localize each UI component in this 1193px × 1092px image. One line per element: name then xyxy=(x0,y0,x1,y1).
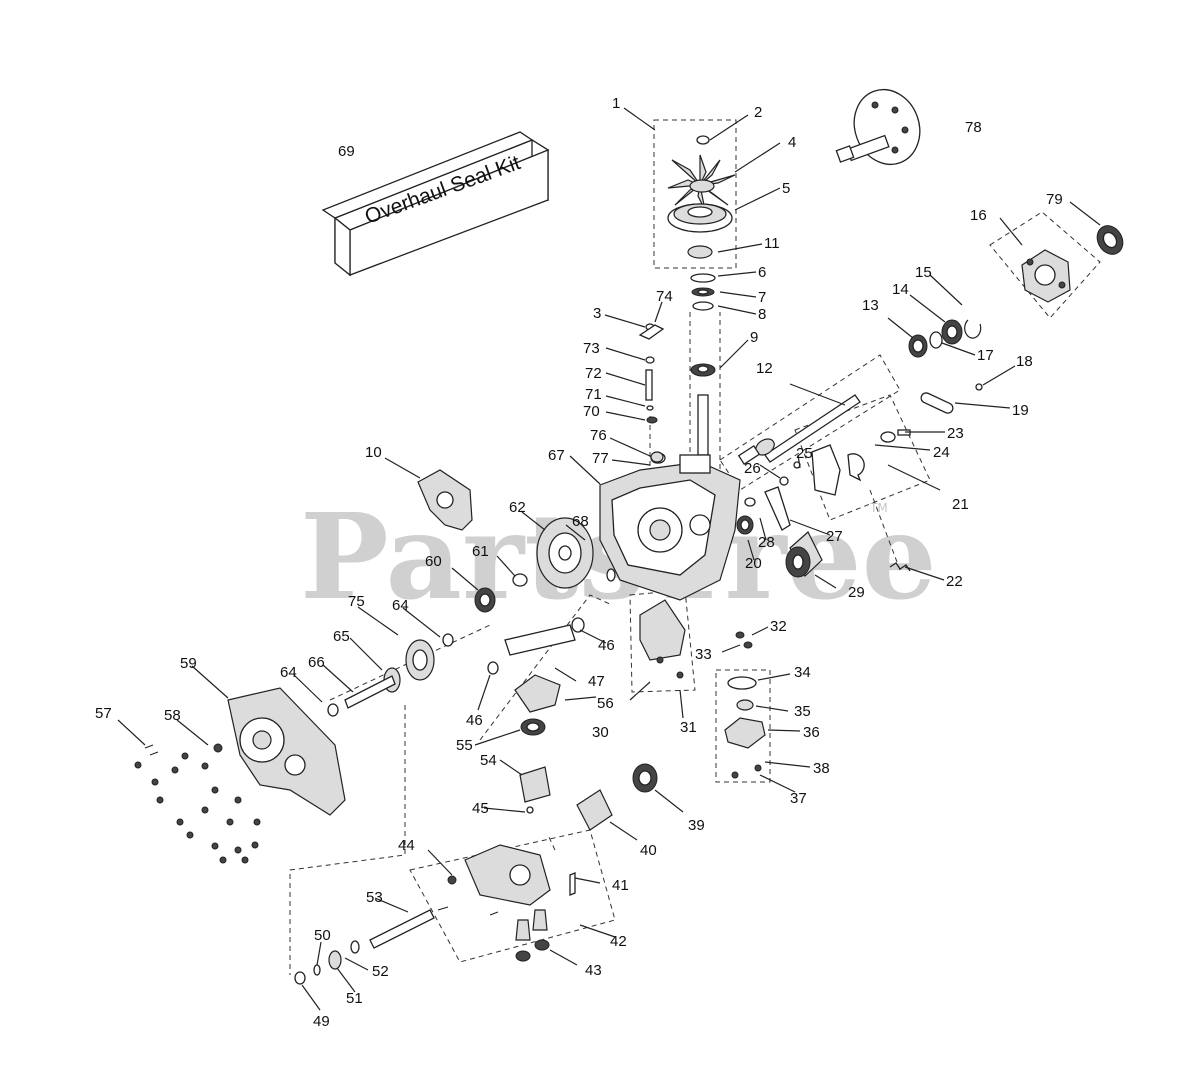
callout-46b: 46 xyxy=(466,712,483,729)
callout-25: 25 xyxy=(796,445,813,462)
callout-40: 40 xyxy=(640,842,657,859)
callout-10: 10 xyxy=(365,444,382,461)
linkage-hardware xyxy=(779,383,983,496)
callout-69: 69 xyxy=(338,143,355,160)
callout-38: 38 xyxy=(813,760,830,777)
callout-51: 51 xyxy=(346,990,363,1007)
callout-74: 74 xyxy=(656,288,673,305)
callout-28: 28 xyxy=(758,534,775,551)
callout-46a: 46 xyxy=(598,637,615,654)
center-section xyxy=(294,844,576,985)
callout-leaders xyxy=(117,107,1101,1011)
callout-78: 78 xyxy=(965,119,982,136)
brake-and-filter xyxy=(736,486,911,578)
gear-train xyxy=(327,517,616,717)
callout-24: 24 xyxy=(933,444,950,461)
callout-49: 49 xyxy=(313,1013,330,1030)
callout-33: 33 xyxy=(695,646,712,663)
callout-64b: 64 xyxy=(280,664,297,681)
callout-7: 7 xyxy=(758,289,766,306)
callout-3: 3 xyxy=(593,305,601,322)
callout-15: 15 xyxy=(915,264,932,281)
callout-17: 17 xyxy=(977,347,994,364)
brake-linkage xyxy=(638,323,665,463)
callout-53: 53 xyxy=(366,889,383,906)
callout-67: 67 xyxy=(548,447,565,464)
callout-35: 35 xyxy=(794,703,811,720)
callout-79: 79 xyxy=(1046,191,1063,208)
callout-44: 44 xyxy=(398,837,415,854)
callout-70: 70 xyxy=(583,403,600,420)
callout-20: 20 xyxy=(745,555,762,572)
callout-42: 42 xyxy=(610,933,627,950)
callout-31: 31 xyxy=(680,719,697,736)
callout-55: 55 xyxy=(456,737,473,754)
watermark-trademark: TM xyxy=(869,501,888,515)
callout-9: 9 xyxy=(750,329,758,346)
callout-59: 59 xyxy=(180,655,197,672)
side-cover xyxy=(417,469,473,531)
callout-65: 65 xyxy=(333,628,350,645)
callout-23: 23 xyxy=(947,425,964,442)
callout-37: 37 xyxy=(790,790,807,807)
callout-32: 32 xyxy=(770,618,787,635)
fan-pulley-assembly xyxy=(667,135,736,456)
callout-50: 50 xyxy=(314,927,331,944)
callout-14: 14 xyxy=(892,281,909,298)
overhaul-seal-kit-box: Overhaul Seal Kit xyxy=(321,131,550,277)
callout-27: 27 xyxy=(826,528,843,545)
main-transaxle-housing xyxy=(599,452,741,601)
callout-34: 34 xyxy=(794,664,811,681)
callout-41: 41 xyxy=(612,877,629,894)
callout-61: 61 xyxy=(472,543,489,560)
axle-shaft xyxy=(737,394,861,465)
callout-26: 26 xyxy=(744,460,761,477)
callout-11: 11 xyxy=(764,235,780,252)
callout-68: 68 xyxy=(572,513,589,530)
callout-58: 58 xyxy=(164,707,181,724)
callout-71: 71 xyxy=(585,386,602,403)
callout-18: 18 xyxy=(1016,353,1033,370)
callout-1: 1 xyxy=(612,95,620,112)
callout-2: 2 xyxy=(754,104,762,121)
callout-12: 12 xyxy=(756,360,773,377)
hydraulic-pump-group xyxy=(487,599,766,831)
callout-62: 62 xyxy=(509,499,526,516)
callout-77: 77 xyxy=(592,450,609,467)
callout-4: 4 xyxy=(788,134,796,151)
axle-bearing-set xyxy=(908,319,982,358)
callout-47: 47 xyxy=(588,673,605,690)
callout-6: 6 xyxy=(758,264,766,281)
axle-flange xyxy=(835,89,921,165)
callout-16: 16 xyxy=(970,207,987,224)
callout-64a: 64 xyxy=(392,597,409,614)
callout-8: 8 xyxy=(758,306,766,323)
callout-76: 76 xyxy=(590,427,607,444)
callout-72: 72 xyxy=(585,365,602,382)
callout-30: 30 xyxy=(592,724,609,741)
callout-57: 57 xyxy=(95,705,112,722)
axle-hub xyxy=(1021,225,1124,303)
housing-cover xyxy=(213,687,346,816)
callout-54: 54 xyxy=(480,752,497,769)
callout-56: 56 xyxy=(597,695,614,712)
callout-45: 45 xyxy=(472,800,489,817)
callout-labels: 1 2 3 4 5 6 7 8 9 10 11 12 13 14 15 16 1… xyxy=(95,95,1063,1030)
callout-43: 43 xyxy=(585,962,602,979)
callout-22: 22 xyxy=(946,573,963,590)
cover-bolts xyxy=(134,744,261,864)
callout-13: 13 xyxy=(862,297,879,314)
callout-39: 39 xyxy=(688,817,705,834)
callout-66: 66 xyxy=(308,654,325,671)
callout-29: 29 xyxy=(848,584,865,601)
callout-60: 60 xyxy=(425,553,442,570)
callout-21: 21 xyxy=(952,496,969,513)
callout-73: 73 xyxy=(583,340,600,357)
callout-75: 75 xyxy=(348,593,365,610)
callout-52: 52 xyxy=(372,963,389,980)
callout-19: 19 xyxy=(1012,402,1029,419)
callout-5: 5 xyxy=(782,180,790,197)
callout-36: 36 xyxy=(803,724,820,741)
